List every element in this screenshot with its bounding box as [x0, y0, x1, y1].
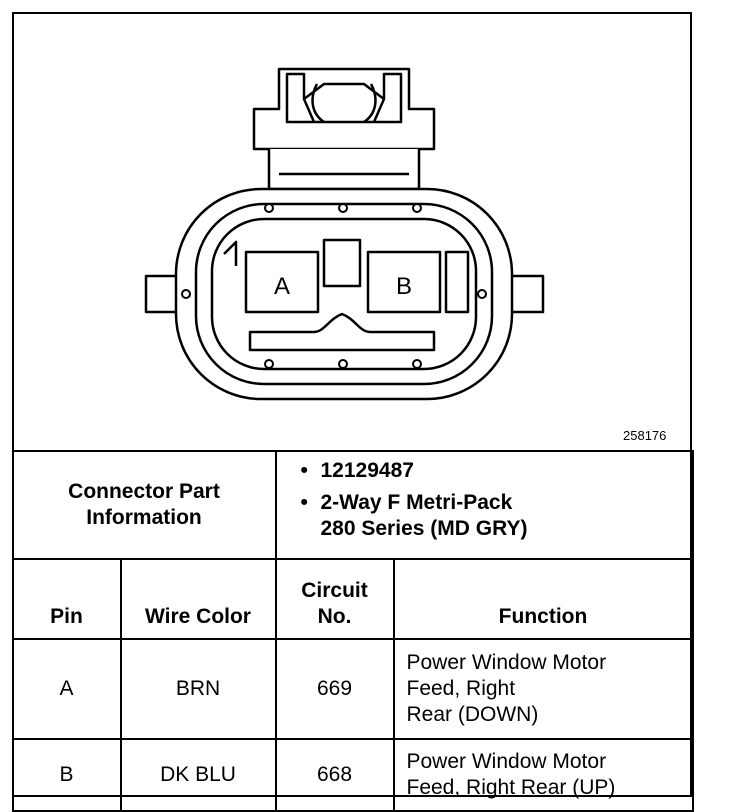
table-row: B DK BLU 668 Power Window Motor Feed, Ri… [11, 738, 694, 812]
cavity-b [366, 250, 442, 314]
wire-color-cell: BRN [119, 638, 277, 740]
description-item-cont: 280 Series (MD GRY) [321, 516, 692, 542]
terminal-channel [248, 312, 436, 352]
cavity-b-label: B [396, 273, 412, 300]
header-wire-color: Wire Color [119, 558, 277, 640]
right-ear [506, 274, 545, 314]
description-line1: 2-Way F Metri-Pack [320, 491, 513, 514]
figure-number: 258176 [623, 428, 667, 443]
function-line: Power Window Motor [406, 651, 607, 674]
function-cell: Power Window Motor Feed, Right Rear (DOW… [392, 638, 694, 740]
description-item: • 2-Way F Metri-Pack [301, 490, 692, 516]
connector-part-details: • 12129487 • 2-Way F Metri-Pack 280 Seri… [274, 450, 694, 560]
function-line: Feed, Right Rear (UP) [406, 776, 616, 799]
function-line: Power Window Motor [406, 750, 607, 773]
wire-color-cell: DK BLU [119, 738, 277, 812]
circuit-cell: 668 [274, 738, 395, 812]
center-key [322, 238, 362, 288]
connector-info-table: Connector Part Information • 12129487 • … [11, 450, 694, 812]
connector-face [210, 217, 478, 371]
pin-cell: A [11, 638, 122, 740]
table-row: A BRN 669 Power Window Motor Feed, Right… [11, 638, 694, 740]
bullet: • [300, 459, 308, 482]
info-label-line2: Information [86, 506, 202, 529]
header-circuit: Circuit No. [274, 558, 395, 640]
bullet: • [300, 491, 308, 514]
function-line: Rear (DOWN) [406, 703, 539, 726]
connector-part-info-row: Connector Part Information • 12129487 • … [11, 450, 694, 560]
description-line2: 280 Series (MD GRY) [320, 517, 528, 540]
connector-part-info-label: Connector Part Information [11, 450, 277, 560]
column-header-row: Pin Wire Color Circuit No. Function [11, 558, 694, 640]
function-line: Feed, Right [406, 677, 516, 700]
pin-cell: B [11, 738, 122, 812]
connector-diagram: A B [144, 67, 545, 401]
part-number: 12129487 [320, 459, 414, 482]
header-function: Function [392, 558, 694, 640]
header-circuit-line2: No. [317, 605, 352, 628]
connector-end-view-frame: A B 258176 Connector Part Information • … [11, 12, 694, 812]
header-circuit-line1: Circuit [301, 579, 368, 602]
part-number-item: • 12129487 [301, 458, 692, 484]
cavity-a-label: A [274, 273, 290, 300]
function-cell: Power Window Motor Feed, Right Rear (UP) [392, 738, 694, 812]
info-label-line1: Connector Part [68, 480, 220, 503]
circuit-cell: 669 [274, 638, 395, 740]
header-pin: Pin [11, 558, 122, 640]
cavity-a [244, 250, 320, 314]
